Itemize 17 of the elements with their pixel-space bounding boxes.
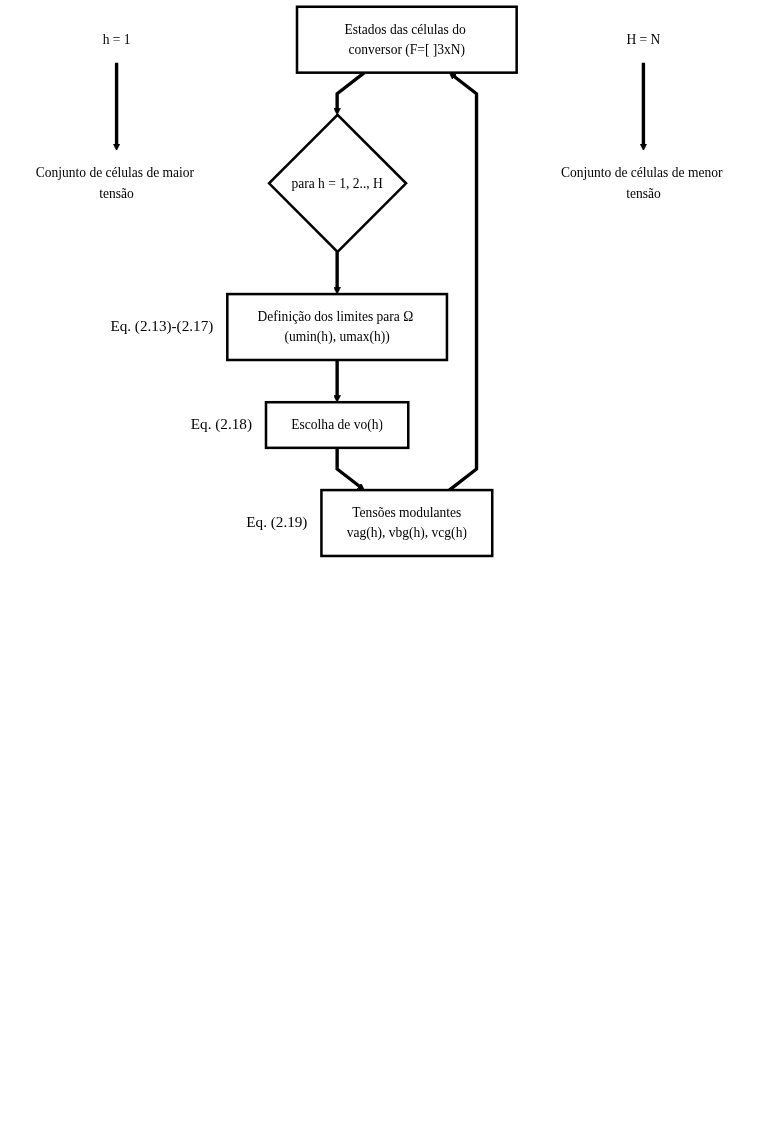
arrow <box>639 62 648 151</box>
arrow <box>333 251 341 295</box>
arrow <box>333 360 341 403</box>
node-box: Estados das células do conversor (F=[ ]3xN) <box>295 5 518 74</box>
node-box: Tensões modulantes vag(h), vbg(h), vcg(h) <box>320 488 494 558</box>
equation-reference: Eq. (2.13)-(2.17) <box>110 316 214 334</box>
node-diamond: para h = 1, 2.., H <box>267 113 408 254</box>
node-text: H = N <box>626 32 661 47</box>
arrow <box>112 62 121 151</box>
node-box: Definição dos limites para Ω (umin(h), umax(h)) <box>226 292 449 362</box>
arrow <box>335 447 365 491</box>
node-text: h = 1 <box>102 32 131 47</box>
node-box: Escolha de vo(h) <box>264 400 410 450</box>
node-text: Conjunto de células de maior tensão <box>35 165 195 201</box>
node-text: Conjunto de células de menor tensão <box>561 165 723 201</box>
equation-reference: Eq. (2.18) <box>190 414 252 432</box>
equation-reference: Eq. (2.19) <box>246 512 308 530</box>
